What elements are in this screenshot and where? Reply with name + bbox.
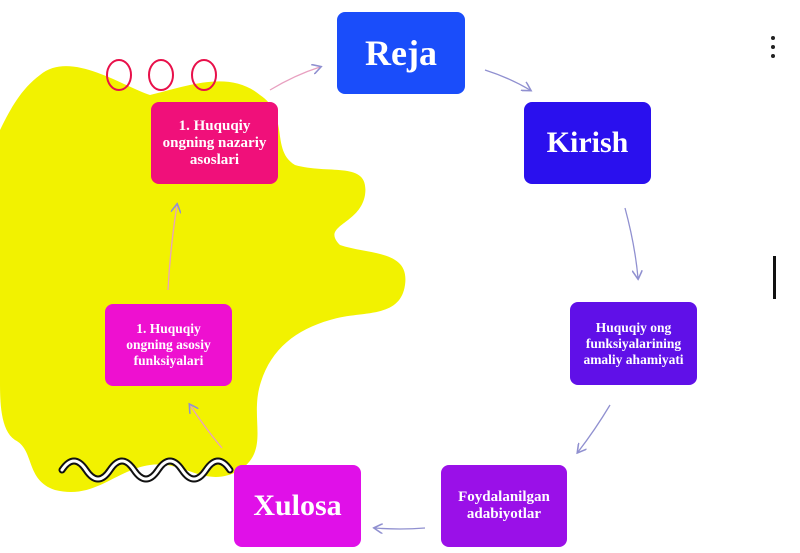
node-foydalanilgan-adabiyotlar[interactable]: Foydalanilgan adabiyotlar bbox=[441, 465, 567, 547]
more-vertical-icon[interactable] bbox=[768, 34, 778, 62]
red-circle-1 bbox=[106, 59, 132, 91]
arrow-nazariy-reja bbox=[269, 67, 320, 91]
yellow-splash-shape bbox=[0, 66, 406, 493]
arrow-asosiy-nazariy bbox=[167, 205, 177, 291]
arrow-amaliy-adabiyot bbox=[578, 404, 611, 452]
node-xulosa[interactable]: Xulosa bbox=[234, 465, 361, 547]
arrow-adabiyot-xulosa bbox=[375, 528, 426, 529]
node-kirish[interactable]: Kirish bbox=[524, 102, 651, 184]
arrow-reja-kirish bbox=[484, 69, 530, 90]
node-amaliy-ahamiyati[interactable]: Huquqiy ong funksiyalarining amaliy aham… bbox=[570, 302, 697, 385]
arrow-xulosa-asosiy bbox=[190, 405, 223, 449]
red-circle-3 bbox=[191, 59, 217, 91]
text-cursor-bar bbox=[773, 256, 776, 299]
red-circle-2 bbox=[148, 59, 174, 91]
node-nazariy-asoslari[interactable]: 1. Huquqiy ongning nazariy asoslari bbox=[151, 102, 278, 184]
arrow-kirish-amaliy bbox=[624, 207, 638, 278]
node-asosiy-funksiyalari[interactable]: 1. Huquqiy ongning asosiy funksiyalari bbox=[105, 304, 232, 386]
node-reja[interactable]: Reja bbox=[337, 12, 465, 94]
